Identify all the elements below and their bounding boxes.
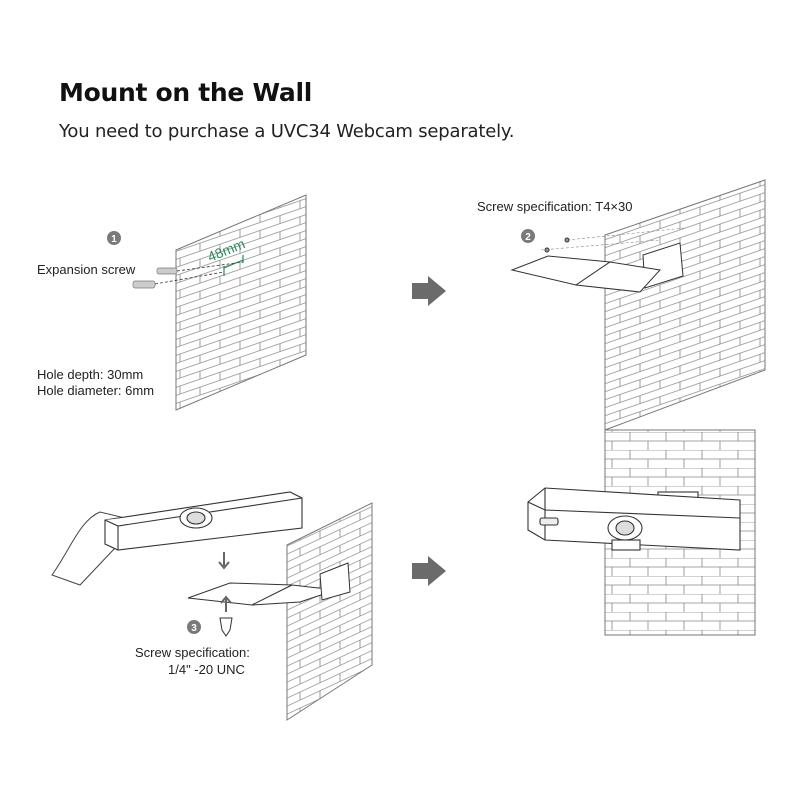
next-arrow-icon bbox=[412, 276, 446, 306]
webcam-icon bbox=[104, 491, 303, 551]
step-4-result bbox=[527, 429, 756, 636]
brick-wall bbox=[175, 194, 307, 411]
step-3: 3 Screw specification: 1/4" -20 UNC bbox=[51, 491, 373, 721]
page-title: Mount on the Wall bbox=[59, 78, 312, 107]
screw-spec-value: 1/4" -20 UNC bbox=[168, 662, 245, 677]
step-badge bbox=[107, 231, 121, 245]
screw-spec-label: Screw specification: bbox=[135, 645, 250, 660]
expansion-screw-icon bbox=[132, 261, 244, 289]
step-number: 1 bbox=[111, 234, 117, 245]
mounted-webcam-icon bbox=[527, 487, 741, 551]
step-2: Screw specification: T4×30 2 bbox=[477, 179, 766, 431]
expansion-screw-label: Expansion screw bbox=[37, 262, 136, 277]
step-1: 1 Expansion screw 48mm Hole depth: 30mm … bbox=[37, 194, 307, 411]
step-number: 2 bbox=[525, 232, 531, 243]
step-number: 3 bbox=[191, 623, 197, 634]
brick-wall bbox=[286, 502, 373, 721]
up-arrow-icon bbox=[220, 595, 232, 612]
wall-bracket-icon bbox=[510, 227, 686, 293]
brick-wall bbox=[604, 179, 766, 431]
camera-bracket-icon bbox=[187, 562, 351, 606]
step-badge bbox=[521, 229, 535, 243]
down-arrow-icon bbox=[218, 552, 230, 570]
hole-depth-label: Hole depth: 30mm bbox=[37, 367, 143, 382]
dimension-line bbox=[223, 255, 244, 276]
screw-knob-icon bbox=[219, 617, 233, 637]
page-subtitle: You need to purchase a UVC34 Webcam sepa… bbox=[59, 121, 515, 142]
screw-spec-label: Screw specification: T4×30 bbox=[477, 199, 632, 214]
step-badge bbox=[187, 620, 201, 634]
next-arrow-icon bbox=[412, 556, 446, 586]
hole-diameter-label: Hole diameter: 6mm bbox=[37, 383, 154, 398]
